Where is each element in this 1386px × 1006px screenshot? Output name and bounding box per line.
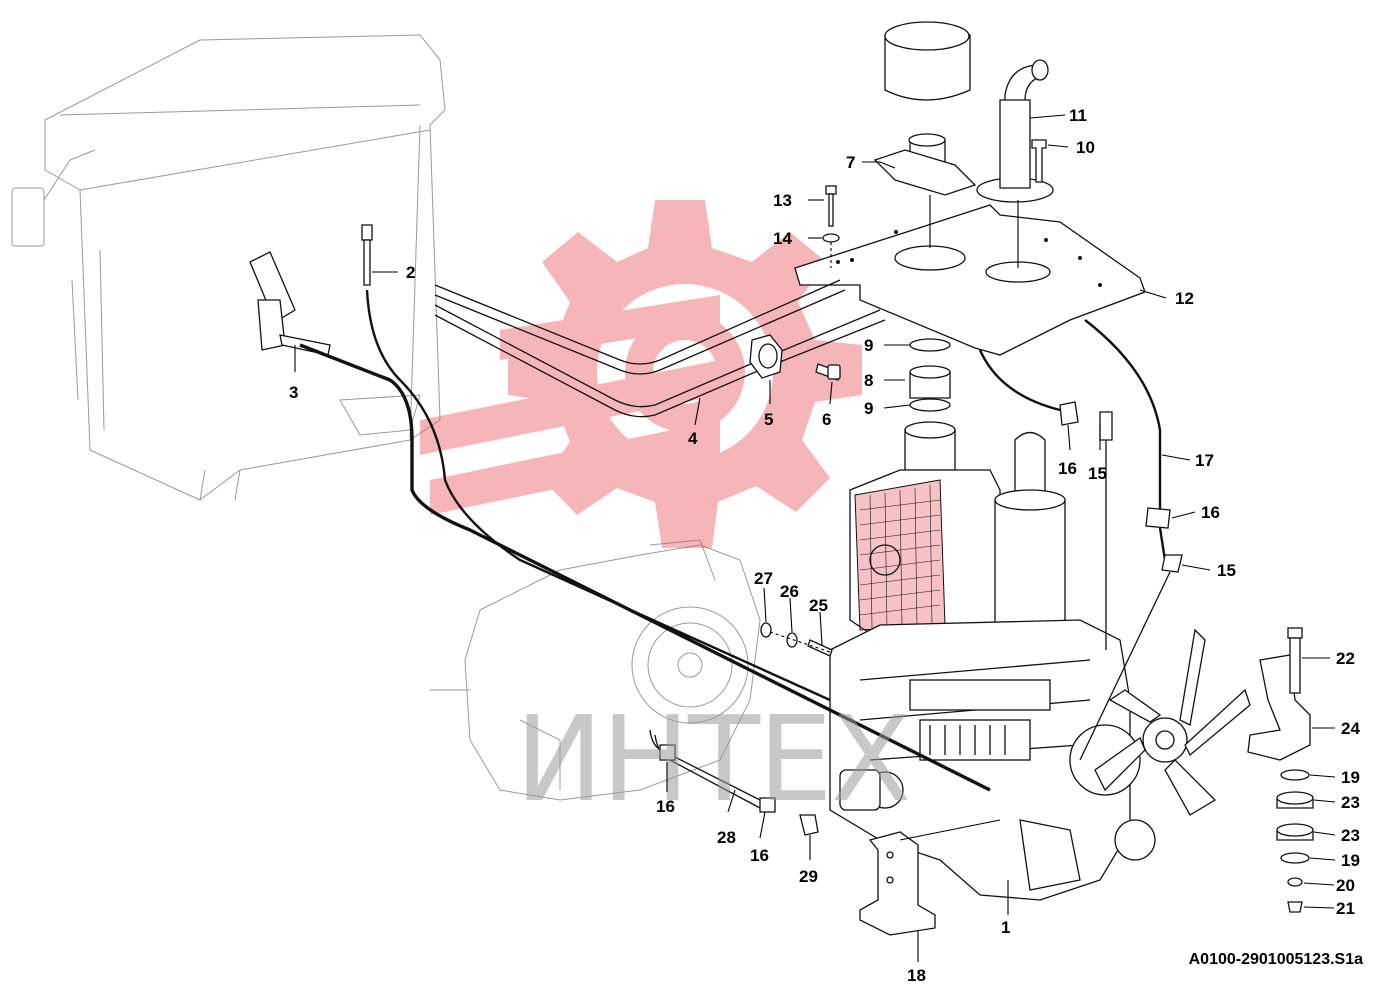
cab-outline	[11, 34, 446, 501]
callout-19b: 19	[1341, 851, 1360, 870]
callout-2: 2	[406, 263, 415, 282]
callout-leaders	[294, 114, 1336, 962]
throttle-cable-2	[361, 224, 831, 702]
bolt-13-washer-14	[822, 185, 840, 268]
callout-16c: 16	[656, 797, 675, 816]
engine-mount-bracket-24	[1247, 627, 1314, 913]
callout-16b: 16	[1201, 503, 1220, 522]
callout-15b: 15	[1217, 561, 1236, 580]
callout-8: 8	[864, 371, 873, 390]
fuel-line	[649, 622, 833, 836]
heater-pipes	[434, 279, 886, 418]
transmission-outline	[430, 539, 761, 801]
callout-16d: 16	[750, 846, 769, 865]
callout-11: 11	[1069, 106, 1087, 125]
callout-4: 4	[688, 429, 698, 448]
callout-6: 6	[822, 410, 831, 429]
callout-29: 29	[799, 867, 818, 886]
callout-7: 7	[846, 153, 855, 172]
callout-27: 27	[754, 569, 773, 588]
callout-9b: 9	[864, 399, 873, 418]
air-filter-housing	[849, 431, 1066, 641]
callout-12: 12	[1175, 289, 1194, 308]
air-intake-hose	[904, 338, 956, 471]
callout-5: 5	[764, 410, 773, 429]
throttle-pedal	[249, 251, 331, 356]
air-precleaner	[873, 21, 977, 248]
callout-26: 26	[780, 582, 799, 601]
callout-19a: 19	[1341, 768, 1360, 787]
callout-16a: 16	[1058, 459, 1077, 478]
throttle-cable	[299, 343, 991, 792]
callout-14: 14	[773, 229, 792, 248]
coolant-hoses	[978, 319, 1183, 761]
callout-15a: 15	[1088, 464, 1107, 483]
callout-10: 10	[1076, 138, 1095, 157]
cooling-fan	[1094, 628, 1251, 861]
callout-20: 20	[1336, 876, 1355, 895]
callout-25: 25	[809, 596, 828, 615]
callout-labels: 1 2 3 4 5 6 7 8 9 9 10 11 12 13 14 15 15…	[289, 106, 1360, 985]
callout-21: 21	[1336, 899, 1355, 918]
callout-17: 17	[1195, 451, 1214, 470]
callout-18: 18	[907, 966, 926, 985]
watermark-text: ИНТЕХ	[515, 690, 909, 828]
callout-22: 22	[1336, 649, 1355, 668]
engine-hood-plate	[794, 204, 1146, 356]
callout-9a: 9	[864, 336, 873, 355]
callout-24: 24	[1341, 719, 1360, 738]
callout-13: 13	[773, 191, 792, 210]
callout-1: 1	[1001, 918, 1010, 937]
engine-mount-bracket-18	[859, 831, 936, 936]
callout-23b: 23	[1341, 826, 1360, 845]
pipe-clamp	[749, 334, 841, 381]
callout-23a: 23	[1341, 793, 1360, 812]
exhaust-stack	[976, 59, 1054, 268]
callout-28: 28	[717, 828, 736, 847]
engine-block	[829, 619, 1141, 901]
drawing-code: A0100-2901005123.S1a	[1189, 951, 1363, 968]
callout-3: 3	[289, 383, 298, 402]
